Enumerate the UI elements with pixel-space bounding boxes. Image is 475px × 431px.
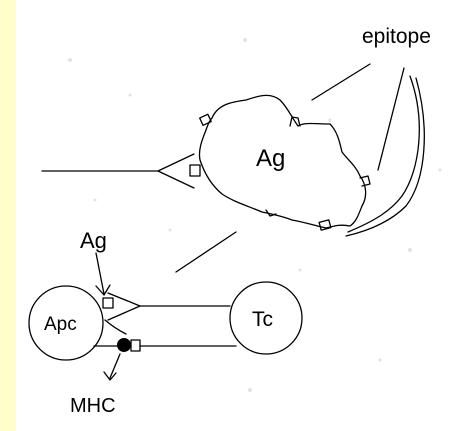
diagram-canvas	[16, 0, 475, 431]
epitope-bump-top	[289, 116, 301, 127]
apc-cell	[28, 285, 104, 361]
epitope-pointer-top	[311, 63, 371, 101]
epitope-bump-lower	[265, 209, 277, 217]
epitope-bump-left	[199, 113, 212, 126]
background-specks	[68, 38, 442, 392]
epitope-pointer-right	[377, 67, 405, 171]
mhc-molecule	[117, 338, 131, 352]
antigen-small-label: Ag	[80, 228, 107, 253]
ag-arrow	[95, 252, 111, 296]
epitope-label: epitope	[362, 25, 431, 48]
tc-label: Tc	[252, 308, 273, 331]
epitope-bump-contact	[189, 164, 201, 177]
tc-cell	[229, 281, 303, 355]
epitope-bump-right	[359, 175, 371, 187]
tcr-antigen-complex	[102, 292, 231, 335]
receptor-left	[41, 153, 195, 189]
mhc-label: MHC	[70, 395, 116, 417]
antigen-body	[198, 94, 367, 229]
mhc-arrow	[103, 353, 121, 381]
receptor-right-inner	[345, 77, 425, 237]
apc-label: Apc	[44, 314, 77, 335]
mhc-peptide-box	[130, 339, 141, 352]
receptor-right	[347, 75, 420, 233]
mhc-complex	[93, 338, 237, 352]
antigen-label: Ag	[256, 145, 285, 172]
epitope-bump-bottom	[318, 219, 332, 231]
separator-line	[175, 231, 237, 273]
